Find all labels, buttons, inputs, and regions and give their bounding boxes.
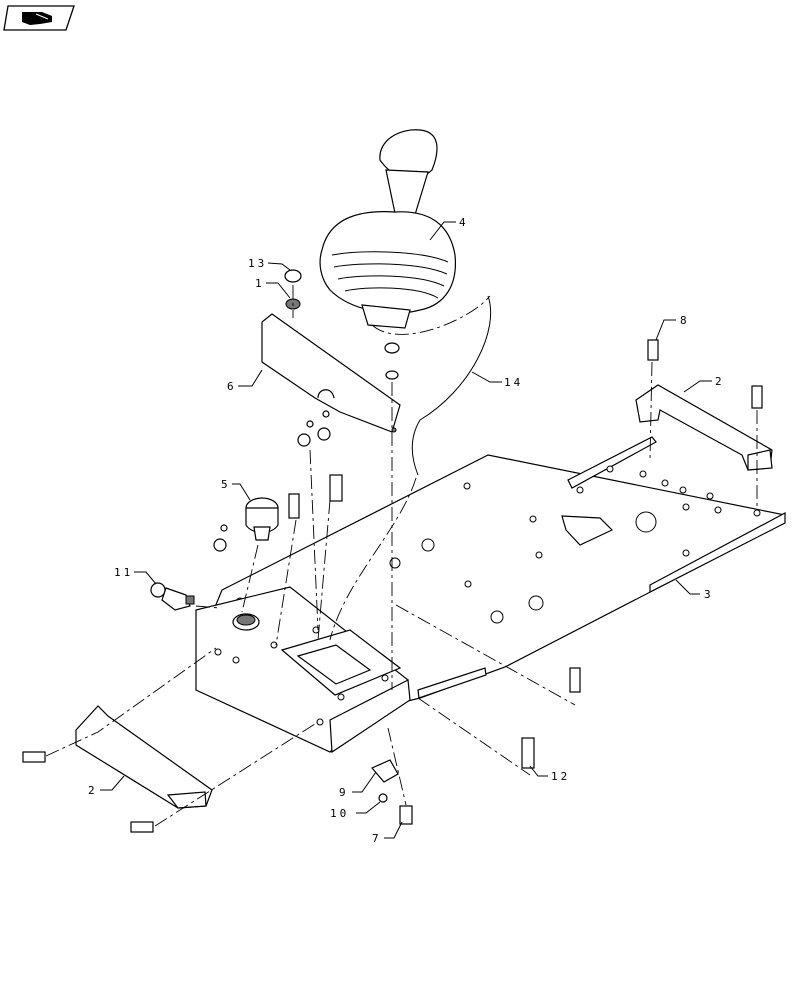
hand-pointer-icon <box>22 12 52 25</box>
joystick-lever <box>319 129 491 335</box>
callout-2-left: 2 <box>88 784 98 797</box>
cable-harness <box>329 295 492 641</box>
fasteners <box>22 269 763 833</box>
bracket-plate <box>261 313 401 433</box>
callout-12: 12 <box>551 770 570 783</box>
callout-13: 13 <box>248 257 267 270</box>
callout-1: 1 <box>255 277 265 290</box>
control-knob <box>245 497 279 541</box>
callout-8: 8 <box>680 314 690 327</box>
callout-9: 9 <box>339 786 349 799</box>
leader-lines <box>100 221 712 839</box>
callout-10: 10 <box>330 807 349 820</box>
callout-3: 3 <box>704 588 714 601</box>
callout-4: 4 <box>459 216 469 229</box>
callout-7: 7 <box>372 832 382 845</box>
console-housing <box>195 586 411 754</box>
callout-5: 5 <box>221 478 231 491</box>
connector-plug <box>150 582 195 611</box>
handle-right <box>635 384 773 471</box>
callout-6: 6 <box>227 380 237 393</box>
assembly-lines <box>45 285 758 827</box>
handle-left <box>75 705 213 809</box>
callout-labels: 13 1 6 4 14 8 2 5 11 3 2 9 10 7 12 <box>88 216 725 845</box>
callout-14: 14 <box>504 376 523 389</box>
callout-2-right: 2 <box>715 375 725 388</box>
nav-button[interactable] <box>3 5 75 31</box>
callout-11: 11 <box>114 566 133 579</box>
